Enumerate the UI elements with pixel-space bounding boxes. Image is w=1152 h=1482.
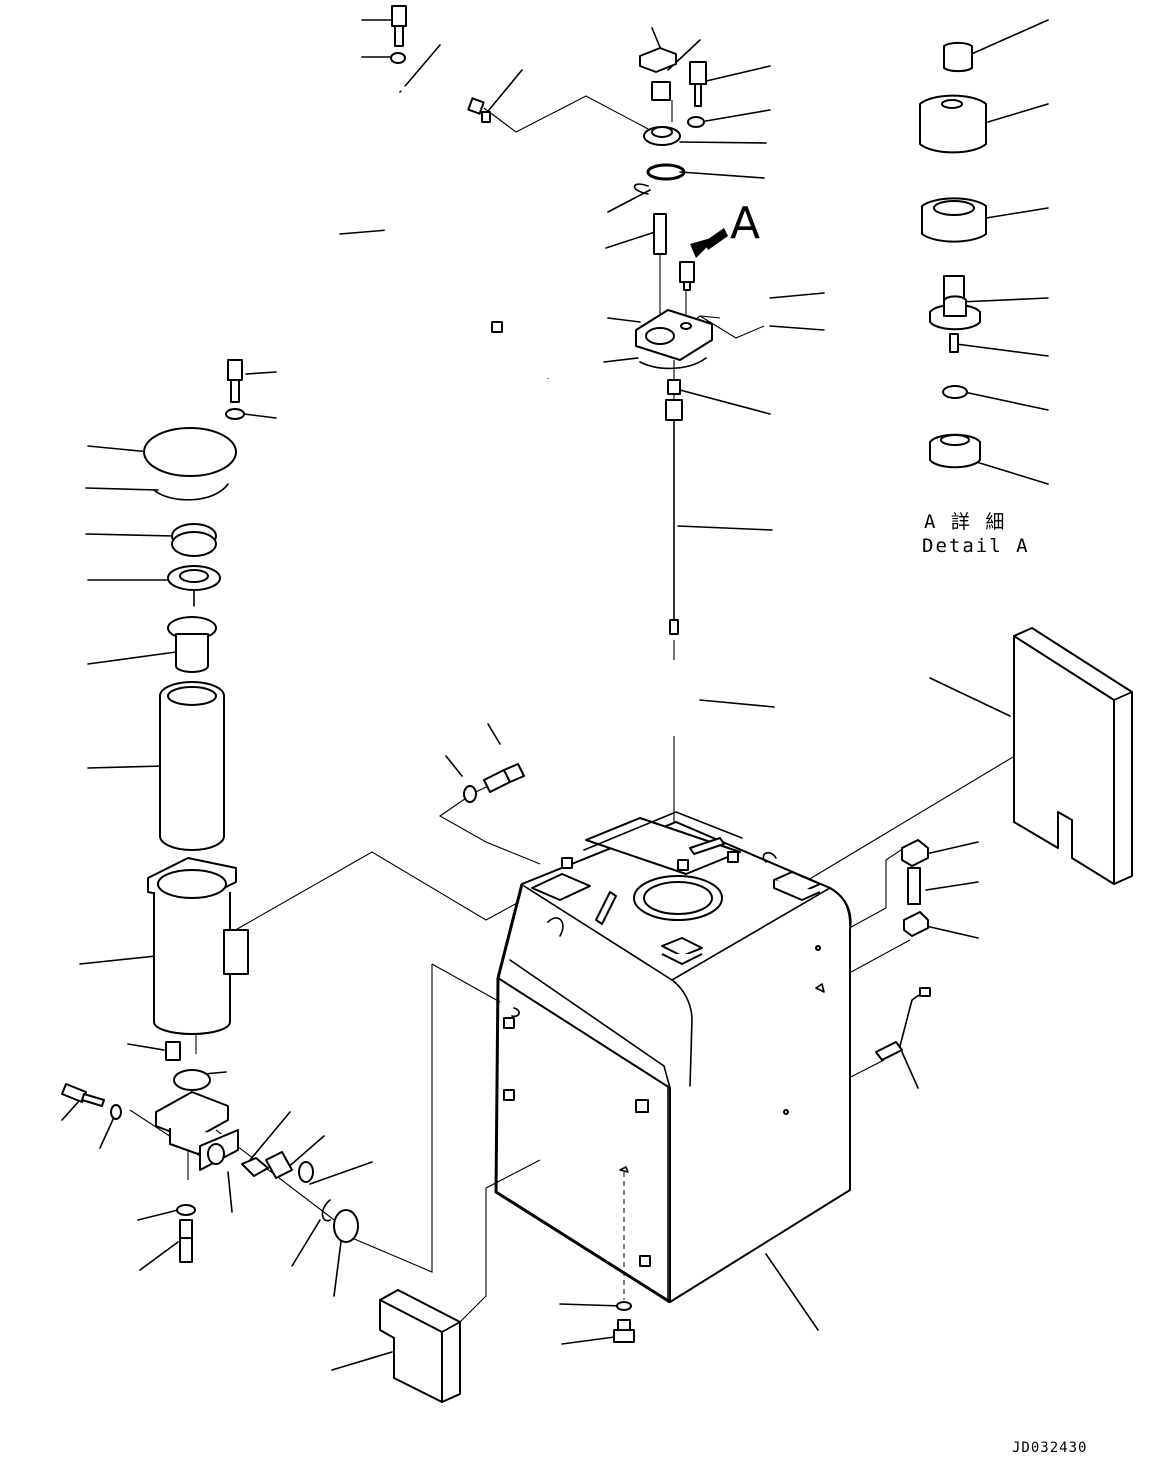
detail-label-jp: A 詳 細 [924, 511, 1006, 533]
filler-cap-assembly [633, 47, 728, 635]
leader-lines [61, 19, 1049, 1371]
insulation-pads [379, 627, 1133, 1403]
hydraulic-tank [494, 811, 852, 1304]
mounting-bolt [463, 763, 525, 803]
tank-fittings [613, 839, 931, 1343]
breather-hose [377, 5, 551, 379]
detail-label-en: Detail A [922, 535, 1030, 557]
drawing-code: JD032430 [1012, 1440, 1087, 1456]
assembly-reference-lines [129, 95, 1069, 1327]
view-marker-a: A [730, 198, 760, 249]
detail-a-parts [919, 41, 987, 469]
filter-assembly [61, 359, 359, 1263]
